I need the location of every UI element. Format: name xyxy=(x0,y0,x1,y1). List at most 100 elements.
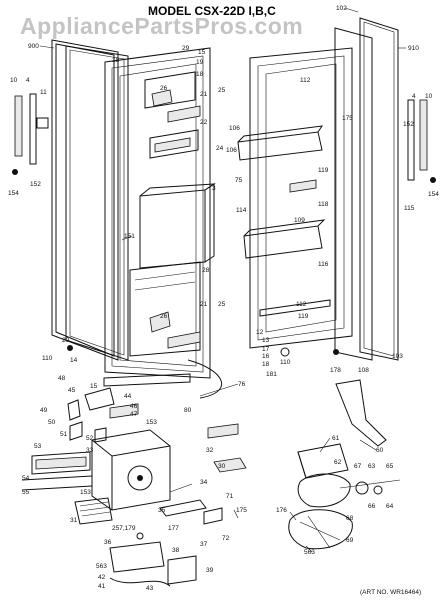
callout-labels: 102 900 910 29 15 19 18 18 10 4 11 152 1… xyxy=(8,5,439,592)
fan-shroud xyxy=(297,443,349,479)
callout-115: 115 xyxy=(404,205,415,212)
callout-65: 65 xyxy=(386,463,394,470)
callout-30: 30 xyxy=(218,463,226,470)
callout-66: 66 xyxy=(368,503,376,510)
callout-12: 12 xyxy=(256,329,264,336)
callout-44: 44 xyxy=(124,393,132,400)
callout-563: 563 xyxy=(96,563,107,570)
callout-45: 45 xyxy=(68,387,76,394)
callout-4: 4 xyxy=(412,93,416,100)
callout-71: 71 xyxy=(226,493,234,500)
callout-34: 34 xyxy=(200,479,208,486)
callout-55: 55 xyxy=(22,489,30,496)
callout-49: 49 xyxy=(40,407,48,414)
callout-38: 38 xyxy=(172,547,180,554)
callout-51: 51 xyxy=(60,431,68,438)
callout-29: 29 xyxy=(182,45,190,52)
door-shelf-trim xyxy=(259,179,331,317)
freezer-mid-shelf xyxy=(149,129,199,159)
callout-177: 177 xyxy=(168,525,179,532)
model-title: MODEL CSX-22D I,B,C xyxy=(148,4,276,18)
leader-lines xyxy=(39,7,406,553)
callout-72: 72 xyxy=(222,535,230,542)
callout-47: 47 xyxy=(130,411,138,418)
callout-15: 15 xyxy=(198,49,206,56)
callout-3: 3 xyxy=(212,185,216,192)
callout-54: 54 xyxy=(22,475,30,482)
auger-motor-parts xyxy=(159,423,247,525)
callout-154: 154 xyxy=(8,190,19,197)
callout-68: 68 xyxy=(346,515,354,522)
callout-257-179: 257,179 xyxy=(112,525,136,532)
callout-21: 21 xyxy=(200,91,208,98)
callout-118: 118 xyxy=(318,201,329,208)
callout-37: 37 xyxy=(200,541,208,548)
callout-52: 52 xyxy=(86,435,94,442)
callout-60: 60 xyxy=(376,447,384,454)
callout-76: 76 xyxy=(238,381,246,388)
callout-20: 20 xyxy=(62,337,70,344)
callout-119: 119 xyxy=(318,167,329,174)
callout-15: 15 xyxy=(90,383,98,390)
callout-25: 25 xyxy=(218,87,226,94)
callout-39: 39 xyxy=(206,567,214,574)
freezer-basket xyxy=(129,261,201,357)
callout-563: 563 xyxy=(304,549,315,556)
callout-36: 36 xyxy=(104,539,112,546)
fan-blade xyxy=(288,509,353,550)
callout-25: 25 xyxy=(218,301,226,308)
callout-151: 151 xyxy=(124,233,135,240)
callout-63: 63 xyxy=(368,463,376,470)
callout-33: 33 xyxy=(86,447,94,454)
dairy-compartment xyxy=(237,125,324,161)
callout-80: 80 xyxy=(184,407,192,414)
callout-4: 4 xyxy=(26,77,30,84)
callout-31: 31 xyxy=(70,517,78,524)
freezer-door-liner xyxy=(104,47,211,379)
callout-62: 62 xyxy=(334,459,342,466)
callout-67: 67 xyxy=(354,463,362,470)
callout-110: 110 xyxy=(42,355,53,362)
callout-154: 154 xyxy=(428,191,439,198)
fresh-food-hinge-parts xyxy=(280,99,436,357)
callout-16: 16 xyxy=(262,353,270,360)
callout-61: 61 xyxy=(332,435,340,442)
callout-18: 18 xyxy=(112,57,120,64)
callout-106: 106 xyxy=(229,125,240,132)
callout-64: 64 xyxy=(386,503,394,510)
callout-26: 26 xyxy=(160,85,168,92)
freezer-upper-shelf xyxy=(144,71,201,123)
callout-153: 153 xyxy=(80,489,91,496)
callout-35: 35 xyxy=(158,507,166,514)
callout-116: 116 xyxy=(318,261,329,268)
fan-bracket xyxy=(335,379,387,447)
callout-176: 176 xyxy=(276,507,287,514)
callout-152: 152 xyxy=(403,121,414,128)
callout-14: 14 xyxy=(70,357,78,364)
drip-tray xyxy=(21,451,93,491)
callout-22: 22 xyxy=(200,119,208,126)
callout-41: 41 xyxy=(98,583,106,590)
callout-112: 112 xyxy=(296,301,307,308)
callout-119: 119 xyxy=(298,313,309,320)
callout-13: 13 xyxy=(262,337,270,344)
callout-108: 108 xyxy=(358,367,369,374)
callout-10: 10 xyxy=(10,77,18,84)
callout-11: 11 xyxy=(40,89,47,96)
ice-bucket xyxy=(139,183,216,269)
freezer-door-gasket xyxy=(51,39,119,361)
callout-103: 103 xyxy=(392,353,403,360)
callout-46: 46 xyxy=(130,403,138,410)
callout-18: 18 xyxy=(196,71,204,78)
callout-102: 102 xyxy=(336,5,347,12)
watermark: AppliancePartsPros.com xyxy=(20,13,303,39)
callout-19: 19 xyxy=(196,59,204,66)
callout-48: 48 xyxy=(58,375,66,382)
callout-109: 109 xyxy=(294,217,305,224)
dispenser-grille xyxy=(74,497,113,525)
callout-181: 181 xyxy=(266,371,277,378)
callout-114: 114 xyxy=(236,207,247,214)
callout-10: 10 xyxy=(425,93,433,100)
callout-21: 21 xyxy=(200,301,208,308)
